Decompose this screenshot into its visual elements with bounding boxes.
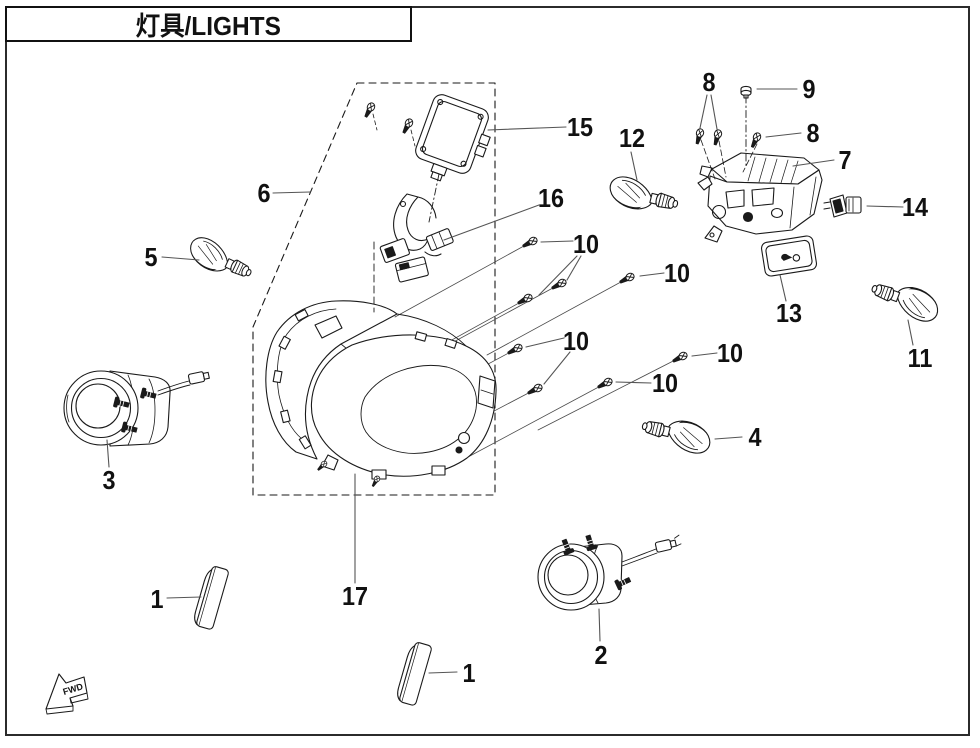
fwd-arrow: FWD	[45, 673, 89, 715]
callout-2: 2	[594, 640, 608, 670]
part-bulb-socket	[823, 194, 862, 218]
part-headlight-assembly	[265, 300, 497, 488]
callout-15: 15	[566, 112, 594, 142]
dashed-assembly-box	[252, 82, 496, 496]
callout-13: 13	[775, 298, 803, 328]
part-tail-light	[697, 152, 823, 243]
part-turn-signal-11	[867, 273, 944, 326]
callout-12: 12	[618, 123, 646, 153]
part-reflector-strip-right	[394, 640, 433, 707]
callout-17: 17	[341, 581, 369, 611]
callout-10d: 10	[716, 338, 744, 368]
callout-10b: 10	[663, 258, 691, 288]
callout-1-left: 1	[150, 584, 164, 614]
callout-6: 6	[257, 178, 271, 208]
callout-11: 11	[907, 343, 933, 373]
part-turn-signal-4	[638, 410, 715, 457]
callout-9: 9	[802, 74, 816, 104]
callout-5: 5	[144, 242, 158, 272]
callout-8b: 8	[806, 118, 820, 148]
part-fog-light-left	[63, 370, 210, 447]
callout-7: 7	[838, 145, 852, 175]
page-title: 灯具/LIGHTS	[135, 10, 282, 41]
callout-16: 16	[537, 183, 565, 213]
callout-3: 3	[102, 465, 116, 495]
callout-10c: 10	[562, 326, 590, 356]
callout-14: 14	[901, 192, 929, 222]
callout-10a: 10	[572, 229, 600, 259]
part-turn-signal-12	[605, 173, 682, 220]
title-box: 灯具/LIGHTS	[5, 6, 412, 42]
callout-10e: 10	[651, 368, 679, 398]
tail-light-screws	[693, 85, 763, 180]
page-border	[5, 6, 970, 736]
callout-1-right: 1	[462, 658, 476, 688]
part-headlight-bracket	[379, 193, 454, 283]
leader-lines	[106, 88, 914, 674]
part-reflector	[760, 235, 818, 277]
callout-8a: 8	[702, 67, 716, 97]
part-led-module	[362, 94, 491, 313]
part-fog-light-right	[537, 533, 682, 611]
part-nut-9	[740, 85, 752, 99]
callout-4: 4	[748, 422, 762, 452]
